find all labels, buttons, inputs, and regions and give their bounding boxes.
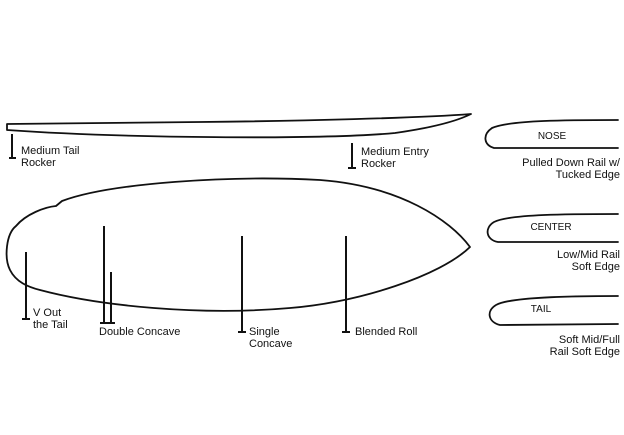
bottom-outline	[5, 177, 471, 312]
rail-nose-section-label: NOSE	[537, 131, 567, 142]
rail-tail-section-label: TAIL	[530, 304, 552, 315]
rail-center-shape	[486, 213, 619, 243]
rail-tail-shape	[488, 295, 619, 326]
tail-rocker-label: Medium Tail Rocker	[21, 145, 80, 169]
rail-center-description: Low/Mid Rail Soft Edge	[557, 249, 620, 273]
rail-nose-description: Pulled Down Rail w/ Tucked Edge	[522, 157, 620, 181]
rail-tail-description: Soft Mid/Full Rail Soft Edge	[549, 334, 620, 358]
double-concave-label: Double Concave	[99, 326, 181, 338]
rail-center-section-label: CENTER	[530, 222, 572, 233]
v-out-label: V Out the Tail	[33, 307, 68, 331]
rail-nose-shape	[484, 119, 619, 149]
single-concave-label: Single Concave	[249, 326, 293, 350]
rocker-profile	[6, 113, 472, 139]
entry-rocker-label: Medium Entry Rocker	[361, 146, 429, 170]
blended-roll-label: Blended Roll	[355, 326, 418, 338]
